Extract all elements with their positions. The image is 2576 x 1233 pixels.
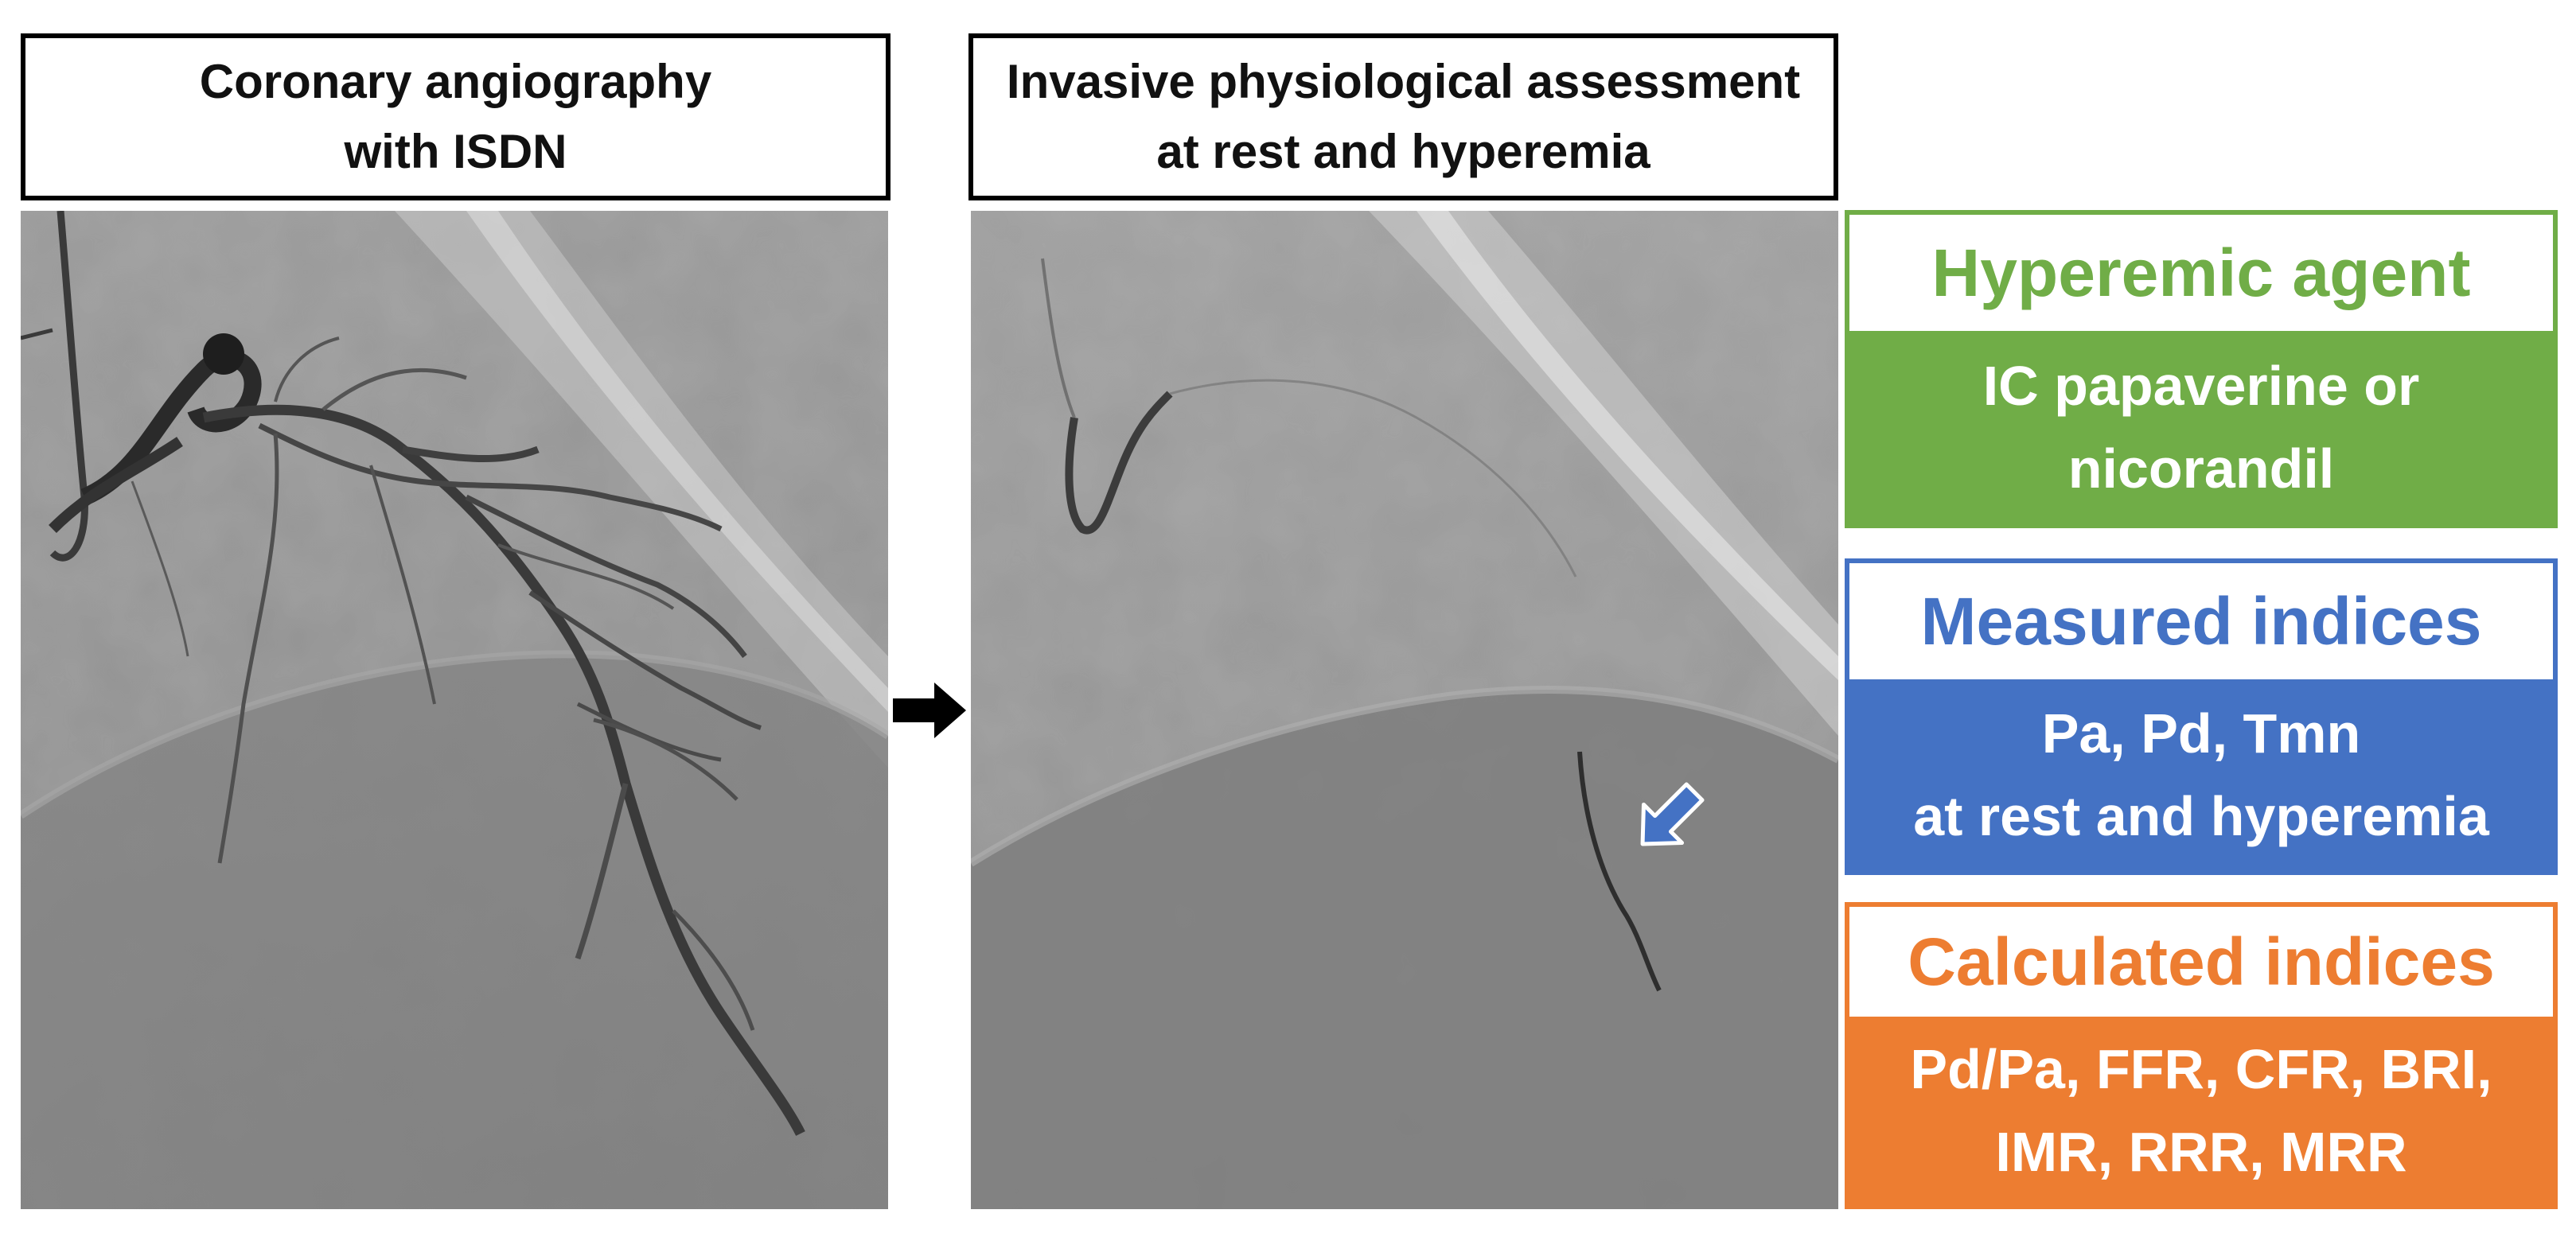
physiology-title-box: Invasive physiological assessment at res… xyxy=(968,33,1838,200)
angiography-title-box: Coronary angiography with ISDN xyxy=(21,33,890,200)
measured-indices-box: Measured indices Pa, Pd, Tmn at rest and… xyxy=(1845,558,2558,875)
hyperemic-agent-box: Hyperemic agent IC papaverine or nicoran… xyxy=(1845,210,2558,528)
calculated-indices-box: Calculated indices Pd/Pa, FFR, CFR, BRI,… xyxy=(1845,902,2558,1209)
calculated-indices-heading: Calculated indices xyxy=(1849,907,2553,1017)
physiology-title-line-1: Invasive physiological assessment xyxy=(1006,55,1801,108)
right-arrow-icon xyxy=(893,683,966,738)
measured-indices-body: Pa, Pd, Tmn at rest and hyperemia xyxy=(1849,679,2553,870)
calculated-indices-body: Pd/Pa, FFR, CFR, BRI, IMR, RRR, MRR xyxy=(1849,1017,2553,1204)
measured-indices-line-2: at rest and hyperemia xyxy=(1913,785,2489,847)
measured-indices-line-1: Pa, Pd, Tmn xyxy=(2041,702,2361,764)
physiology-title-line-2: at rest and hyperemia xyxy=(1156,125,1650,178)
angiography-title-line-1: Coronary angiography xyxy=(199,55,712,108)
angiography-image xyxy=(21,211,888,1209)
hyperemic-agent-line-1: IC papaverine or xyxy=(1982,355,2420,417)
hyperemic-agent-line-2: nicorandil xyxy=(2067,438,2335,500)
measured-indices-heading: Measured indices xyxy=(1849,563,2553,679)
hyperemic-agent-heading: Hyperemic agent xyxy=(1849,215,2553,331)
calculated-indices-line-2: IMR, RRR, MRR xyxy=(1995,1121,2407,1183)
hyperemic-agent-body: IC papaverine or nicorandil xyxy=(1849,331,2553,523)
calculated-indices-line-1: Pd/Pa, FFR, CFR, BRI, xyxy=(1910,1038,2492,1100)
angiography-title-line-2: with ISDN xyxy=(344,125,567,178)
physiology-image xyxy=(971,211,1838,1209)
pointer-arrow-icon xyxy=(1640,782,1705,846)
